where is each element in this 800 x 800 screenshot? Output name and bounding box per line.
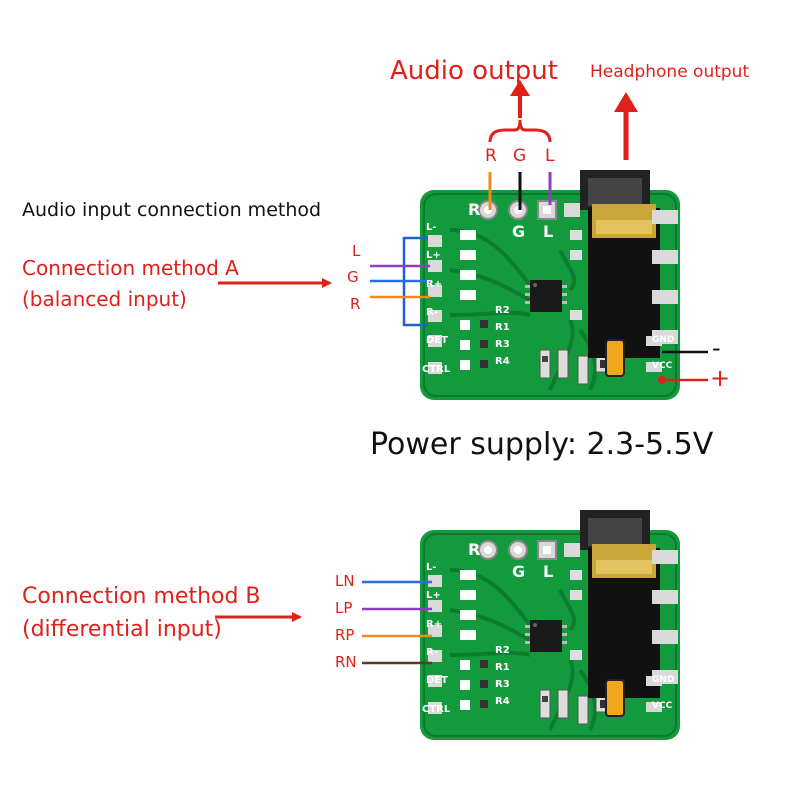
silk-b-r3: R3 — [495, 679, 510, 690]
silk-r1: R1 — [495, 322, 510, 333]
silk-b-rp: R+ — [426, 619, 442, 630]
method-a-title: Connection method A — [22, 256, 239, 280]
silk-b-g: G — [512, 562, 525, 581]
silk-b-gnd: GND — [652, 675, 674, 685]
silk-gnd: GND — [652, 335, 674, 345]
silk-b-r: R — [468, 540, 480, 559]
silk-rm: R- — [426, 307, 438, 318]
silk-lm: L- — [426, 222, 437, 233]
silk-rp: R+ — [426, 279, 442, 290]
pin-label-l: L — [545, 146, 555, 166]
method-a-wire-r: R — [350, 295, 361, 313]
silk-r3: R3 — [495, 339, 510, 350]
method-b-wire-rn: RN — [335, 653, 357, 671]
silk-b-r2: R2 — [495, 645, 510, 656]
input-method-title: Audio input connection method — [22, 199, 322, 221]
silk-b-lm: L- — [426, 562, 437, 573]
silk-r4: R4 — [495, 356, 510, 367]
audio-output-label: Audio output — [390, 56, 558, 86]
method-a-subtitle: (balanced input) — [22, 287, 187, 311]
headphone-output-label: Headphone output — [590, 62, 750, 82]
silk-b-l: L — [543, 562, 553, 581]
silk-b-ctrl: CTRL — [422, 704, 451, 715]
power-plus-dot — [658, 376, 666, 384]
silk-lp: L+ — [426, 250, 441, 261]
audio-output-arrowhead — [510, 80, 530, 96]
method-b-wire-rp: RP — [335, 626, 355, 644]
method-b-subtitle: (differential input) — [22, 617, 222, 642]
silk-g: G — [512, 222, 525, 241]
top-board-silkscreen: R G L L- L+ R+ R- DET CTRL R2 R1 R3 R4 G… — [422, 200, 674, 375]
silk-r2: R2 — [495, 305, 510, 316]
method-b-title: Connection method B — [22, 584, 261, 609]
pin-label-g: G — [513, 146, 527, 166]
pin-label-r: R — [485, 146, 497, 166]
bottom-board — [418, 508, 682, 742]
silk-b-rm: R- — [426, 647, 438, 658]
silk-b-r4: R4 — [495, 696, 510, 707]
silk-l: L — [543, 222, 553, 241]
silk-r: R — [468, 200, 480, 219]
silk-b-vcc: VCC — [652, 701, 673, 711]
method-a-wire-g: G — [347, 268, 359, 286]
power-plus-label: + — [710, 364, 731, 392]
method-b-wire-ln: LN — [335, 572, 355, 590]
method-a-wire-l: L — [352, 242, 361, 260]
headphone-output-arrowhead — [614, 92, 638, 112]
silk-b-det: DET — [426, 675, 448, 686]
silk-det: DET — [426, 335, 448, 346]
power-minus-label: - — [712, 334, 721, 362]
silk-b-lp: L+ — [426, 590, 441, 601]
power-supply-label: Power supply: 2.3-5.5V — [370, 427, 714, 462]
bottom-board-silkscreen: R G L L- L+ R+ R- DET CTRL R2 R1 R3 R4 G… — [422, 540, 674, 715]
silk-b-r1: R1 — [495, 662, 510, 673]
silk-vcc: VCC — [652, 361, 673, 371]
silk-ctrl: CTRL — [422, 364, 451, 375]
audio-output-bracket — [488, 119, 552, 143]
method-b-wire-lp: LP — [335, 599, 353, 617]
